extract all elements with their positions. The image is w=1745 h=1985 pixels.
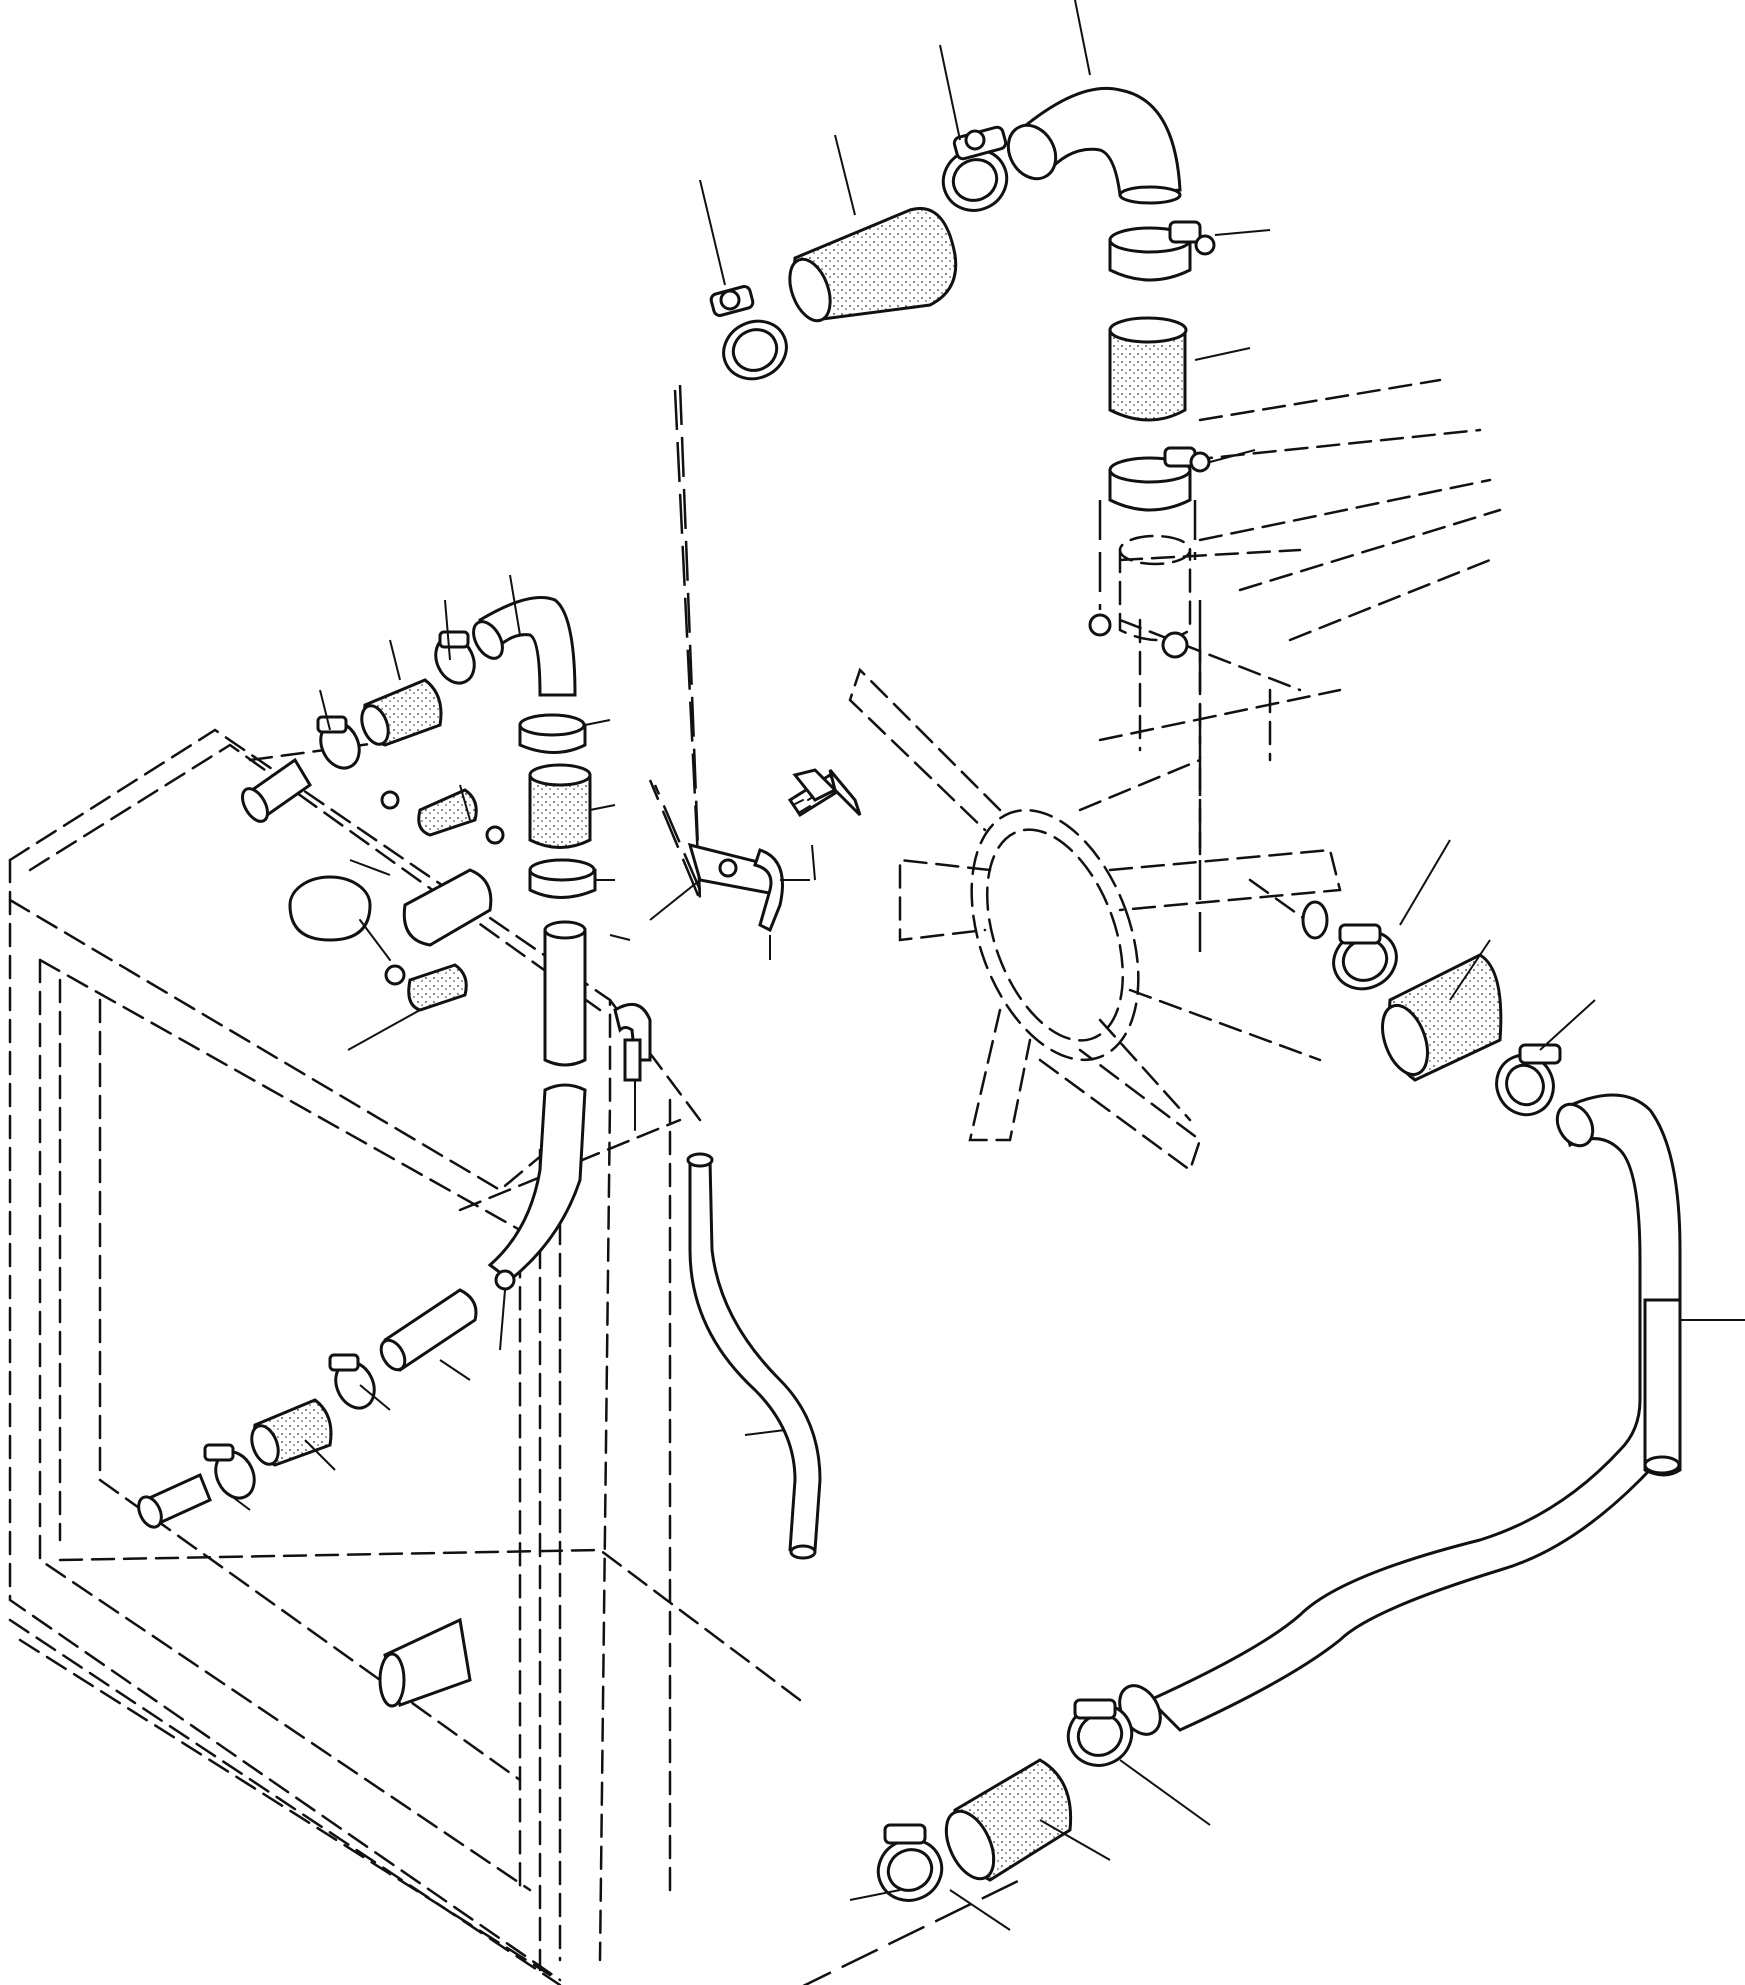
mounting-bracket <box>687 842 784 933</box>
clamp-vertical-top <box>1108 220 1216 282</box>
engine-hose <box>1381 953 1503 1082</box>
radiator-bottom-outlet <box>378 1617 472 1708</box>
tank-clamp-1 <box>316 715 361 770</box>
lower-hose-assembly <box>802 600 1682 1985</box>
lower-hose-1 <box>250 1398 333 1467</box>
lower-clamp-1 <box>203 1443 256 1500</box>
lower-radiator-pipe <box>1118 1093 1682 1736</box>
tank-hose-1 <box>360 678 443 747</box>
upper-hose-assembly <box>648 86 1216 901</box>
bracket-curved <box>487 1083 587 1291</box>
lower-pipe-left <box>137 1472 212 1529</box>
radiator-tank-hoses <box>241 596 862 1291</box>
clamp-upper-middle <box>941 125 1009 212</box>
tank-clamp-2 <box>434 630 476 685</box>
tank-inlet-pipe <box>241 757 313 823</box>
elbow-pipe-upper <box>1006 86 1182 205</box>
lower-clamp-4 <box>876 1823 944 1902</box>
small-elbow-fitting <box>613 1002 652 1131</box>
engine-clamp-2 <box>1495 1043 1562 1117</box>
clamp-vertical-bottom <box>1108 446 1211 512</box>
overflow-pipe <box>686 1152 822 1560</box>
lower-clamp-3 <box>1066 1698 1134 1767</box>
radiator-lower-hoses <box>137 1288 478 1529</box>
leader-lines <box>229 0 1745 1931</box>
overflow-hose-small <box>384 963 468 1012</box>
thermostat-outlet <box>1088 534 1192 659</box>
engine-and-fan <box>848 378 1502 1173</box>
radiator-cap <box>288 875 391 961</box>
engine-clamp-1 <box>1332 923 1398 991</box>
filler-neck <box>402 868 493 947</box>
tank-elbow-pipe <box>472 596 577 697</box>
lower-hose-2 <box>944 1758 1073 1882</box>
tank-small-hose <box>380 788 505 845</box>
hose-upper-straight <box>788 207 958 323</box>
center-vertical-clamps <box>518 713 597 899</box>
hose-vertical-upper <box>1108 316 1188 422</box>
lower-clamp-2 <box>328 1353 376 1410</box>
lower-pipe-right <box>379 1288 478 1372</box>
cooling-fan <box>848 667 1342 1173</box>
clamp-upper-left <box>709 285 788 381</box>
bracket-bolt <box>787 768 862 818</box>
center-vertical-pipe <box>543 920 587 1067</box>
